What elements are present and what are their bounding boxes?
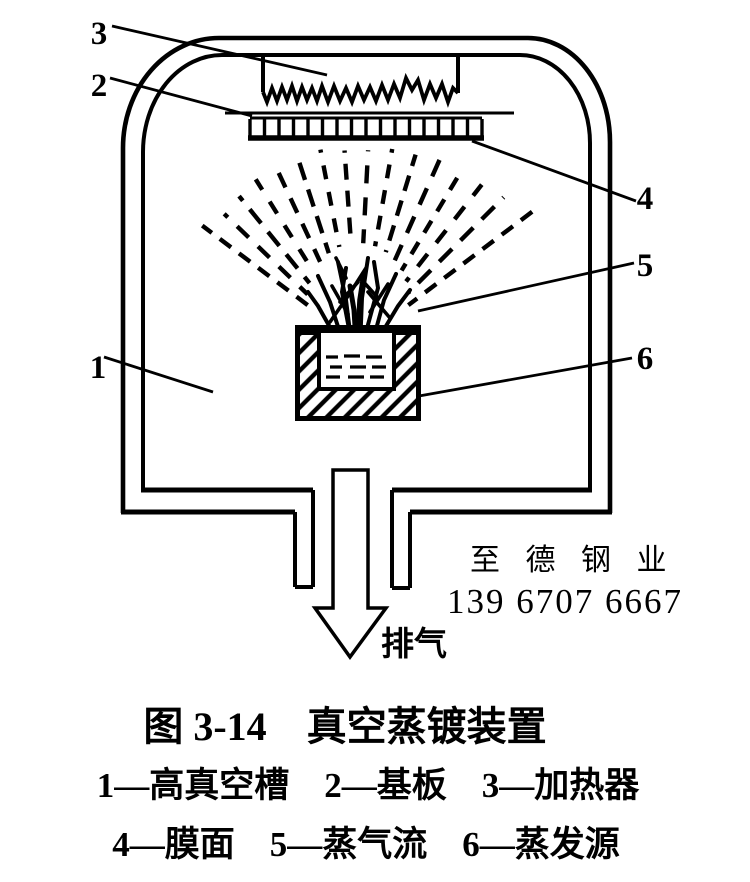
part-label-4: 4	[637, 181, 654, 217]
watermark: 至 德 钢 业 139 6707 6667	[447, 544, 683, 621]
heater-element	[261, 54, 460, 108]
heater-coil-zigzag	[261, 72, 460, 108]
chamber-outer-wall	[120, 35, 613, 513]
part-label-5: 5	[637, 248, 654, 284]
part-label-3: 3	[91, 16, 108, 52]
substrate-and-film	[225, 111, 514, 141]
leader-lines	[103, 24, 637, 398]
legend-line-1: 1—高真空槽 2—基板 3—加热器	[97, 766, 641, 805]
figure-caption: 图 3-14 真空蒸镀装置	[143, 704, 546, 749]
legend-line-2: 4—膜面 5—蒸气流 6—蒸发源	[112, 825, 620, 864]
vapor-stream-dashes	[200, 148, 540, 307]
crucible-well	[317, 329, 396, 391]
part-label-6: 6	[637, 341, 654, 377]
watermark-phone: 139 6707 6667	[447, 582, 683, 621]
part-label-2: 2	[91, 68, 108, 104]
vacuum-chamber-outline	[120, 35, 613, 590]
exhaust-label: 排气	[381, 626, 447, 663]
evaporation-source-crucible	[295, 325, 421, 421]
molten-material-dashes	[326, 354, 386, 379]
part-label-1: 1	[90, 350, 107, 386]
crucible-right-cap	[391, 326, 420, 335]
chamber-inner-wall	[141, 53, 592, 491]
leader-line-2	[109, 76, 253, 118]
watermark-company: 至 德 钢 业	[470, 544, 676, 577]
leader-line-1	[103, 355, 214, 394]
film-bar-segments	[248, 119, 484, 137]
exhaust-neck	[293, 490, 412, 590]
exhaust-arrow	[311, 468, 390, 660]
crucible-left-cap	[296, 326, 322, 335]
leader-line-3	[111, 24, 328, 77]
leader-line-5	[417, 261, 635, 313]
leader-line-4	[471, 139, 637, 203]
leader-line-6	[418, 356, 633, 398]
